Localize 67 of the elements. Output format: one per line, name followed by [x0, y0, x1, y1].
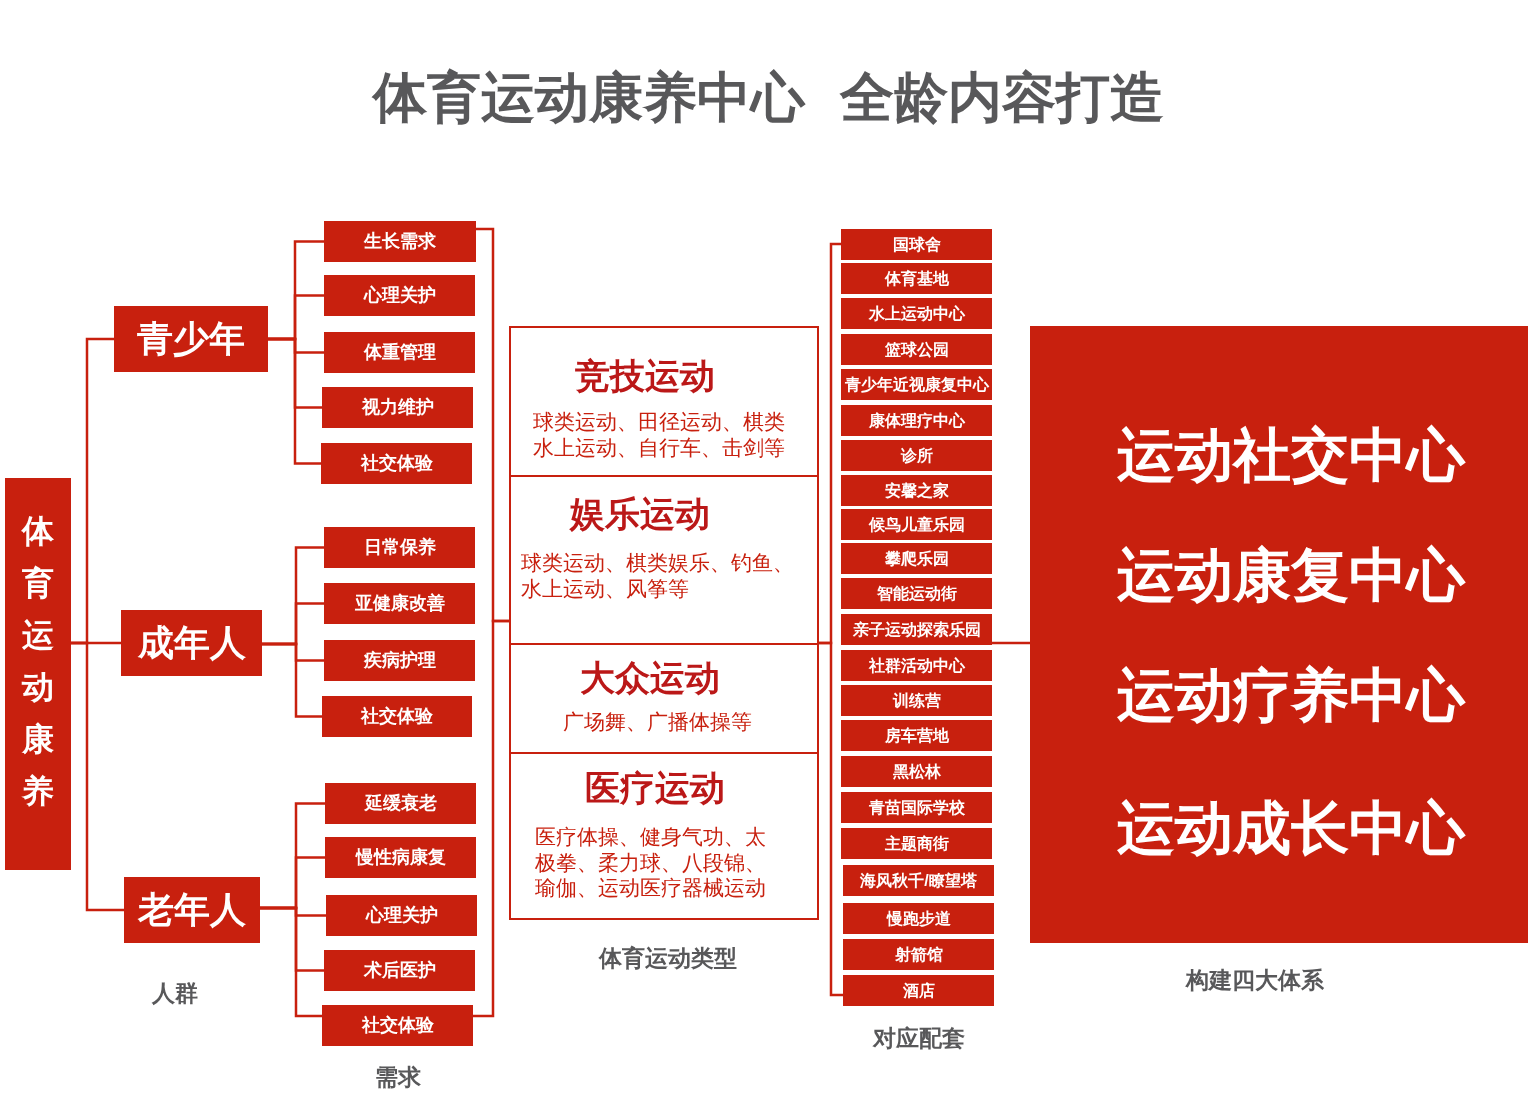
- facility-box: 房车营地: [841, 720, 992, 751]
- facility-box: 诊所: [841, 440, 992, 471]
- need-box: 心理关护: [326, 895, 477, 936]
- group-box: 老年人: [124, 877, 260, 943]
- page-title: 体育运动康养中心 全龄内容打造: [373, 66, 1165, 129]
- facility-box: 黑松林: [841, 756, 992, 787]
- facility-box: 攀爬乐园: [841, 543, 992, 574]
- need-box: 社交体验: [321, 443, 472, 484]
- column-label: 人群: [152, 979, 198, 1008]
- column-label: 体育运动类型: [599, 944, 737, 973]
- facility-box: 慢跑步道: [843, 903, 994, 934]
- facility-box: 候鸟儿童乐园: [841, 509, 992, 540]
- connector-line: [262, 642, 322, 718]
- facility-box: 社群活动中心: [841, 650, 992, 681]
- section-heading: 娱乐运动: [570, 493, 710, 535]
- need-box: 慢性病康复: [325, 837, 476, 878]
- need-box: 心理关护: [324, 275, 475, 316]
- facility-box: 主题商街: [841, 828, 992, 859]
- column-label: 对应配套: [873, 1024, 965, 1053]
- need-box: 视力维护: [322, 387, 473, 428]
- section-heading: 大众运动: [580, 657, 720, 699]
- need-box: 亚健康改善: [324, 583, 475, 624]
- need-box: 日常保养: [324, 527, 475, 568]
- facility-box: 国球舍: [841, 229, 992, 260]
- section-text: 广场舞、广播体操等: [563, 709, 753, 735]
- column-label: 构建四大体系: [1186, 966, 1324, 995]
- connector-line: [71, 641, 124, 912]
- need-box: 延缓衰老: [325, 783, 476, 824]
- facility-box: 亲子运动探索乐园: [841, 614, 992, 645]
- facility-box: 智能运动街: [841, 578, 992, 609]
- system-heading: 运动成长中心: [1117, 794, 1465, 862]
- column-label: 需求: [375, 1063, 421, 1092]
- section-text: 医疗体操、健身气功、太极拳、柔力球、八段锦、瑜伽、运动医疗器械运动: [535, 824, 767, 901]
- facility-box: 安馨之家: [841, 475, 992, 506]
- facility-box: 体育基地: [841, 263, 992, 294]
- facility-box: 训练营: [841, 685, 992, 716]
- section-text: 球类运动、田径运动、棋类水上运动、自行车、击剑等: [533, 409, 786, 461]
- connector-line: [268, 337, 321, 465]
- facility-box: 青苗国际学校: [841, 792, 992, 823]
- need-box: 生长需求: [324, 221, 476, 262]
- need-box: 社交体验: [322, 1005, 473, 1046]
- need-box: 体重管理: [324, 332, 475, 373]
- type-panel: [509, 326, 819, 920]
- system-heading: 运动疗养中心: [1117, 661, 1465, 729]
- system-heading: 运动社交中心: [1117, 421, 1465, 489]
- connector-line: [260, 906, 322, 1018]
- section-heading: 医疗运动: [585, 767, 725, 809]
- facility-box: 青少年近视康复中心: [841, 369, 992, 400]
- section-heading: 竞技运动: [575, 355, 715, 397]
- system-panel: [1030, 326, 1528, 943]
- facility-box: 水上运动中心: [841, 298, 992, 329]
- facility-box: 篮球公园: [841, 334, 992, 365]
- need-box: 疾病护理: [324, 640, 475, 681]
- need-box: 社交体验: [322, 696, 472, 737]
- group-box: 青少年: [114, 306, 268, 372]
- facility-box: 康体理疗中心: [841, 405, 992, 436]
- facility-box: 酒店: [843, 975, 994, 1006]
- facility-box: 射箭馆: [843, 939, 994, 970]
- section-text: 球类运动、棋类娱乐、钓鱼、水上运动、风筝等: [521, 550, 795, 602]
- root-box: 体育运动康养: [5, 478, 71, 870]
- need-box: 术后医护: [324, 950, 475, 991]
- facility-box: 海风秋千/瞭望塔: [843, 865, 994, 896]
- system-heading: 运动康复中心: [1117, 541, 1465, 609]
- connector-line: [819, 641, 843, 997]
- connector-line: [473, 619, 509, 1018]
- connector-line: [992, 641, 1030, 645]
- group-box: 成年人: [121, 610, 262, 676]
